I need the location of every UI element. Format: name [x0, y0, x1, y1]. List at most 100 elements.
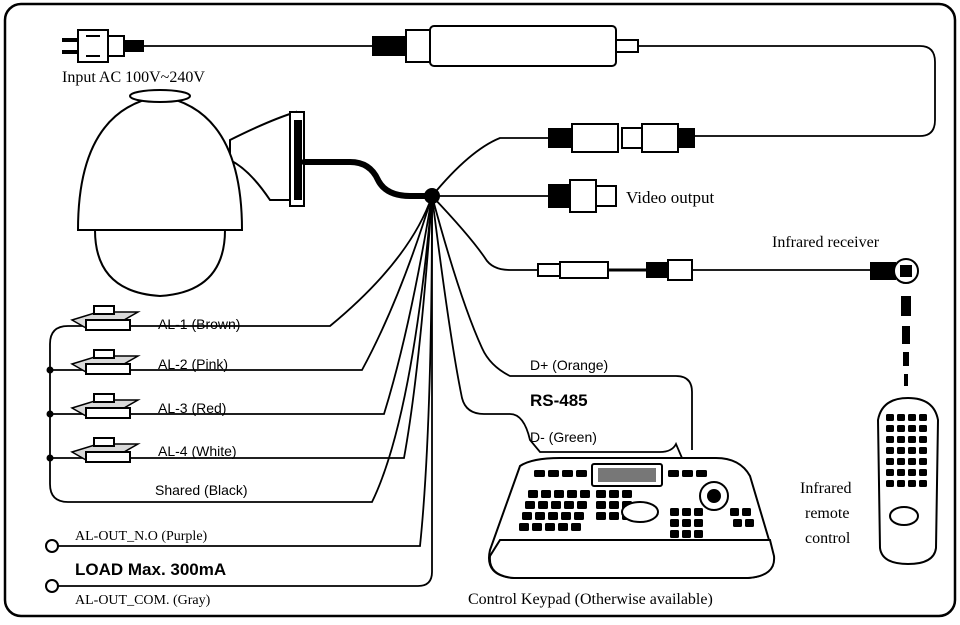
key-button — [682, 508, 691, 516]
key-button — [919, 447, 927, 454]
power-adapter-icon — [372, 25, 639, 67]
key-button — [528, 490, 538, 498]
key-button — [886, 436, 894, 443]
key-button — [919, 480, 927, 487]
key-button — [897, 447, 905, 454]
key-button — [609, 490, 619, 498]
remote-label-line2: remote — [805, 505, 849, 522]
al2-label: AL-2 (Pink) — [158, 356, 228, 372]
key-button — [596, 512, 606, 520]
key-button — [897, 480, 905, 487]
remote-label-line1: Infrared — [800, 480, 852, 497]
key-button — [919, 436, 927, 443]
key-button — [548, 470, 559, 477]
load-label: LOAD Max. 300mA — [75, 560, 226, 579]
dome-camera-icon — [76, 89, 305, 298]
infrared-receiver-label: Infrared receiver — [772, 234, 880, 251]
key-button — [622, 490, 632, 498]
key-button — [886, 425, 894, 432]
key-button — [694, 508, 703, 516]
alarm-sensor-icon — [70, 349, 141, 375]
key-button — [919, 425, 927, 432]
key-button — [545, 523, 555, 531]
key-button — [886, 469, 894, 476]
key-button — [897, 414, 905, 421]
key-button — [742, 508, 751, 516]
key-button — [561, 512, 571, 520]
bnc-connector-icon — [548, 179, 617, 213]
key-button — [554, 490, 564, 498]
ir-receiver-icon — [870, 258, 919, 284]
key-button — [908, 414, 916, 421]
key-button — [596, 501, 606, 509]
al3-label: AL-3 (Red) — [158, 400, 226, 416]
key-button — [682, 470, 693, 477]
key-button — [886, 480, 894, 487]
alarm-sensor-icon — [70, 437, 141, 463]
power-plug-icon — [62, 29, 144, 63]
key-button — [886, 458, 894, 465]
key-button — [562, 470, 573, 477]
key-button — [694, 519, 703, 527]
d-minus-label: D- (Green) — [530, 429, 597, 445]
key-button — [532, 523, 542, 531]
key-button — [908, 469, 916, 476]
key-button — [535, 512, 545, 520]
key-button — [670, 508, 679, 516]
key-button — [564, 501, 574, 509]
key-button — [670, 530, 679, 538]
key-button — [538, 501, 548, 509]
key-button — [694, 530, 703, 538]
key-button — [609, 501, 619, 509]
key-button — [551, 501, 561, 509]
key-button — [534, 470, 545, 477]
key-button — [682, 530, 691, 538]
key-button — [580, 490, 590, 498]
al1-label: AL-1 (Brown) — [158, 316, 240, 332]
key-button — [558, 523, 568, 531]
key-button — [730, 508, 739, 516]
power-input-label: Input AC 100V~240V — [62, 69, 205, 86]
ir-beam — [901, 296, 911, 386]
key-button — [567, 490, 577, 498]
al-out-com-label: AL-OUT_COM. (Gray) — [75, 593, 211, 608]
key-button — [733, 519, 742, 527]
key-button — [908, 436, 916, 443]
keypad-icon — [488, 457, 776, 579]
key-button — [897, 469, 905, 476]
key-button — [541, 490, 551, 498]
remote-control-icon — [876, 396, 940, 566]
key-button — [609, 512, 619, 520]
key-button — [668, 470, 679, 477]
key-button — [897, 425, 905, 432]
key-button — [525, 501, 535, 509]
ir-jack-icon — [537, 259, 693, 281]
key-button — [574, 512, 584, 520]
key-button — [886, 447, 894, 454]
key-button — [596, 490, 606, 498]
key-button — [897, 458, 905, 465]
key-button — [886, 414, 894, 421]
key-button — [908, 425, 916, 432]
key-button — [682, 519, 691, 527]
shared-label: Shared (Black) — [155, 482, 248, 498]
key-button — [522, 512, 532, 520]
al-out-com-terminal — [45, 579, 59, 593]
al-out-no-label: AL-OUT_N.O (Purple) — [75, 529, 208, 544]
key-button — [745, 519, 754, 527]
key-button — [919, 414, 927, 421]
key-button — [548, 512, 558, 520]
remote-label-line3: control — [805, 530, 851, 547]
key-button — [519, 523, 529, 531]
keypad-label: Control Keypad (Otherwise available) — [468, 591, 713, 608]
video-output-label: Video output — [626, 188, 714, 207]
key-button — [897, 436, 905, 443]
key-button — [908, 458, 916, 465]
key-button — [571, 523, 581, 531]
key-button — [908, 447, 916, 454]
al4-label: AL-4 (White) — [158, 443, 237, 459]
dc-connector-icon — [548, 123, 695, 153]
key-button — [919, 458, 927, 465]
d-plus-label: D+ (Orange) — [530, 357, 608, 373]
